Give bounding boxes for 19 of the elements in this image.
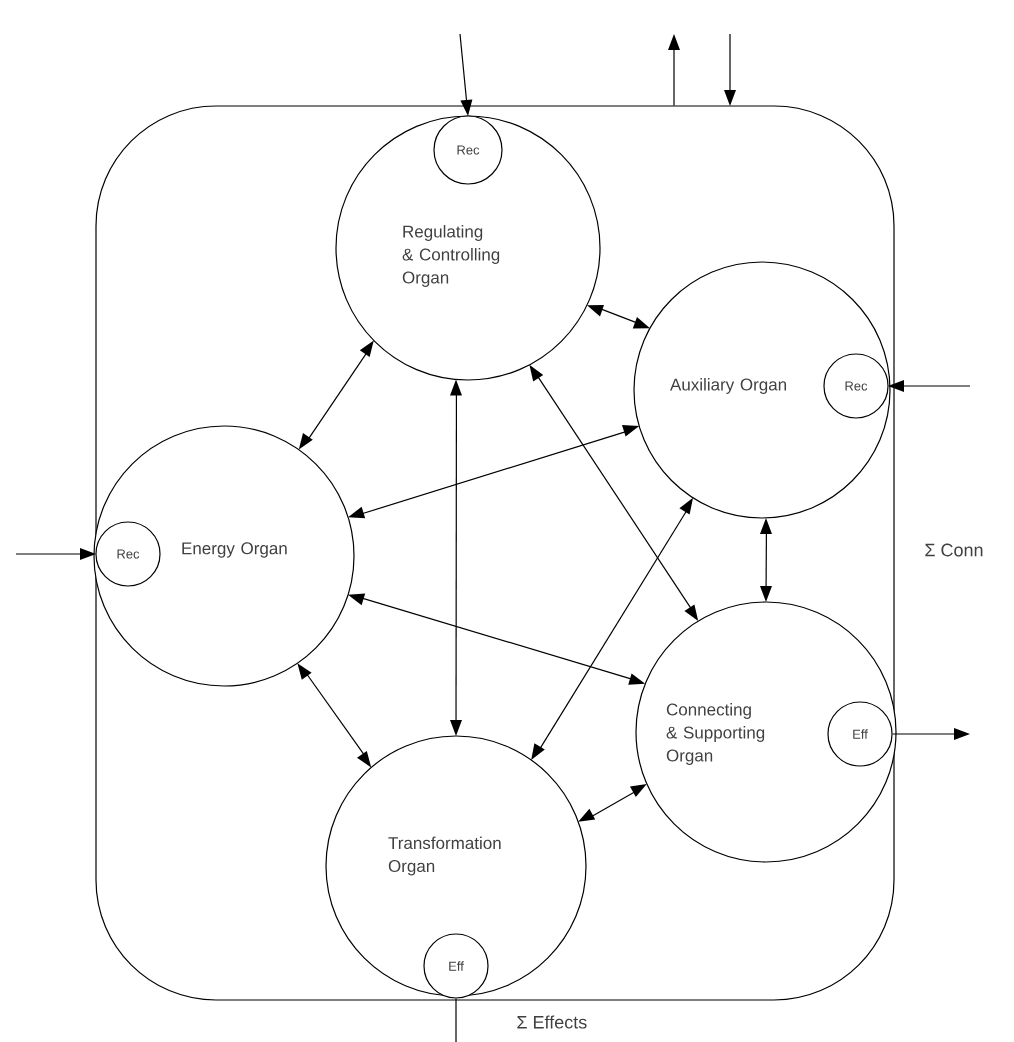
arrow [348,425,640,519]
arrow [298,340,374,450]
arrow [668,34,680,106]
arrow [888,380,971,392]
sum-label: Σ Effects [517,1015,587,1029]
arrow [459,33,473,116]
system-boundary [95,105,895,1001]
arrow [529,364,699,621]
arrow [892,728,970,740]
arrow [760,518,772,602]
arrow [15,548,96,560]
arrow [724,33,736,106]
arrow [348,593,646,685]
sum-label: Σ Conn [925,543,983,557]
arrow [578,784,647,822]
arrow [450,379,462,736]
arrow [531,497,693,760]
arrow [587,305,650,329]
arrow [297,663,372,768]
